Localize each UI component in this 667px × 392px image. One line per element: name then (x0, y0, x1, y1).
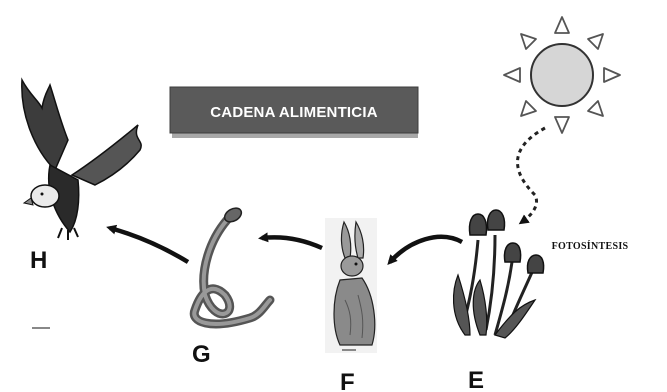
title-banner: CADENA ALIMENTICIA (169, 86, 419, 138)
snake-icon (189, 207, 275, 329)
arrow-e-to-f (387, 234, 464, 265)
arrow-g-to-h (106, 224, 190, 264)
label-F: F (340, 369, 355, 392)
eagle-icon (21, 77, 142, 240)
label-E: E (468, 367, 484, 392)
label-H: H (30, 247, 47, 274)
title-text: CADENA ALIMENTICIA (210, 104, 377, 121)
energy-arrow (516, 126, 546, 225)
arrow-f-to-g (258, 232, 323, 251)
rabbit-icon (325, 218, 377, 353)
tulip-plant-icon (452, 209, 545, 339)
photosynthesis-label: FOTOSÍNTESIS (552, 240, 629, 252)
sun-icon (503, 16, 621, 134)
title-banner-box (169, 86, 419, 134)
label-G: G (192, 341, 211, 368)
